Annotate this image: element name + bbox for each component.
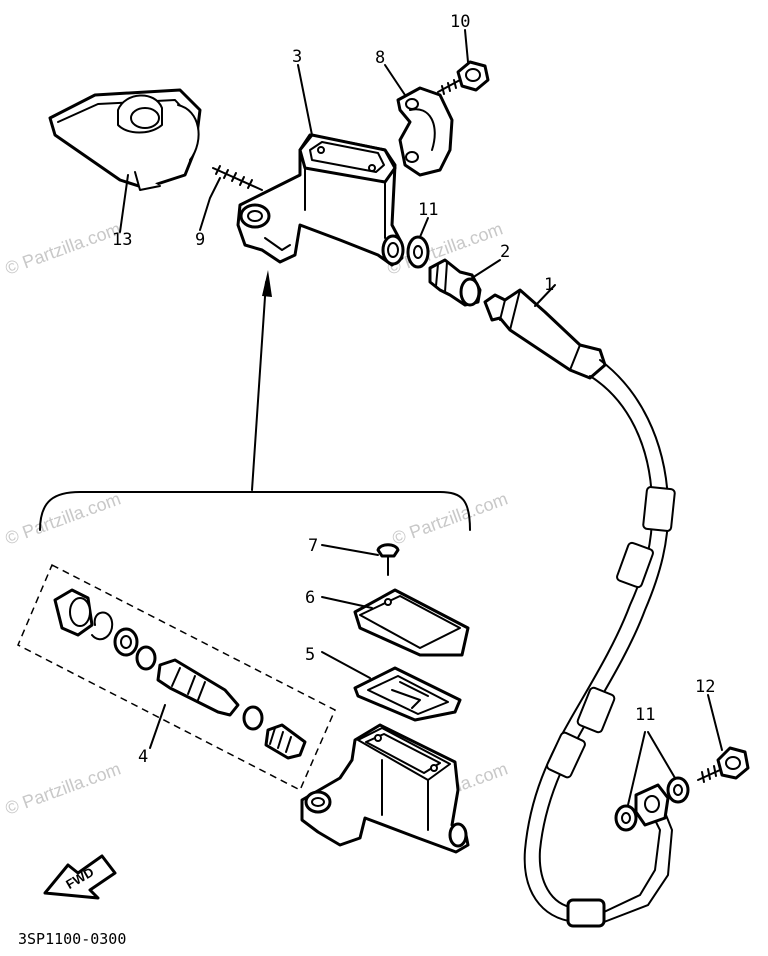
watermark: © Partzilla.com bbox=[3, 758, 124, 818]
part-9-screw bbox=[212, 165, 263, 191]
diagram-code: 3SP1100-0300 bbox=[18, 930, 126, 948]
part-12-bolt bbox=[697, 746, 750, 783]
callout-11-top: 11 bbox=[418, 200, 438, 220]
part-3-master-cylinder-detail bbox=[300, 723, 470, 854]
callout-9: 9 bbox=[195, 230, 205, 250]
part-4-piston-kit bbox=[17, 563, 336, 792]
callout-3: 3 bbox=[292, 47, 302, 67]
part-10-bolt bbox=[437, 60, 490, 95]
callout-13: 13 bbox=[112, 230, 132, 250]
callout-6: 6 bbox=[305, 588, 315, 608]
forward-arrow-icon: FWD bbox=[43, 854, 117, 900]
part-1-brake-hose bbox=[483, 288, 676, 928]
callout-5: 5 bbox=[305, 645, 315, 665]
part-2-fitting bbox=[428, 258, 482, 307]
callout-7: 7 bbox=[308, 536, 318, 556]
callout-10: 10 bbox=[450, 12, 470, 32]
part-11-washer bbox=[406, 235, 430, 269]
part-7-screw bbox=[376, 543, 400, 576]
watermark: © Partzilla.com bbox=[390, 488, 511, 548]
callout-1: 1 bbox=[544, 275, 554, 295]
callout-8: 8 bbox=[375, 48, 385, 68]
part-8-clamp bbox=[396, 86, 454, 177]
watermark: © Partzilla.com bbox=[3, 218, 124, 278]
part-13-cover bbox=[48, 88, 202, 191]
callout-11-bottom: 11 bbox=[635, 705, 655, 725]
detail-bracket bbox=[39, 270, 471, 531]
part-11-washers-bottom bbox=[614, 776, 690, 832]
part-5-diaphragm bbox=[353, 666, 462, 722]
callout-4: 4 bbox=[138, 747, 148, 767]
watermark: © Partzilla.com bbox=[3, 488, 124, 548]
callouts: 1 2 3 4 5 6 7 8 9 10 11 11 12 13 bbox=[112, 12, 715, 767]
leader-lines bbox=[119, 29, 723, 806]
part-6-cap bbox=[353, 588, 470, 657]
part-3-master-cylinder bbox=[236, 133, 405, 267]
callout-2: 2 bbox=[500, 242, 510, 262]
callout-12: 12 bbox=[695, 677, 715, 697]
